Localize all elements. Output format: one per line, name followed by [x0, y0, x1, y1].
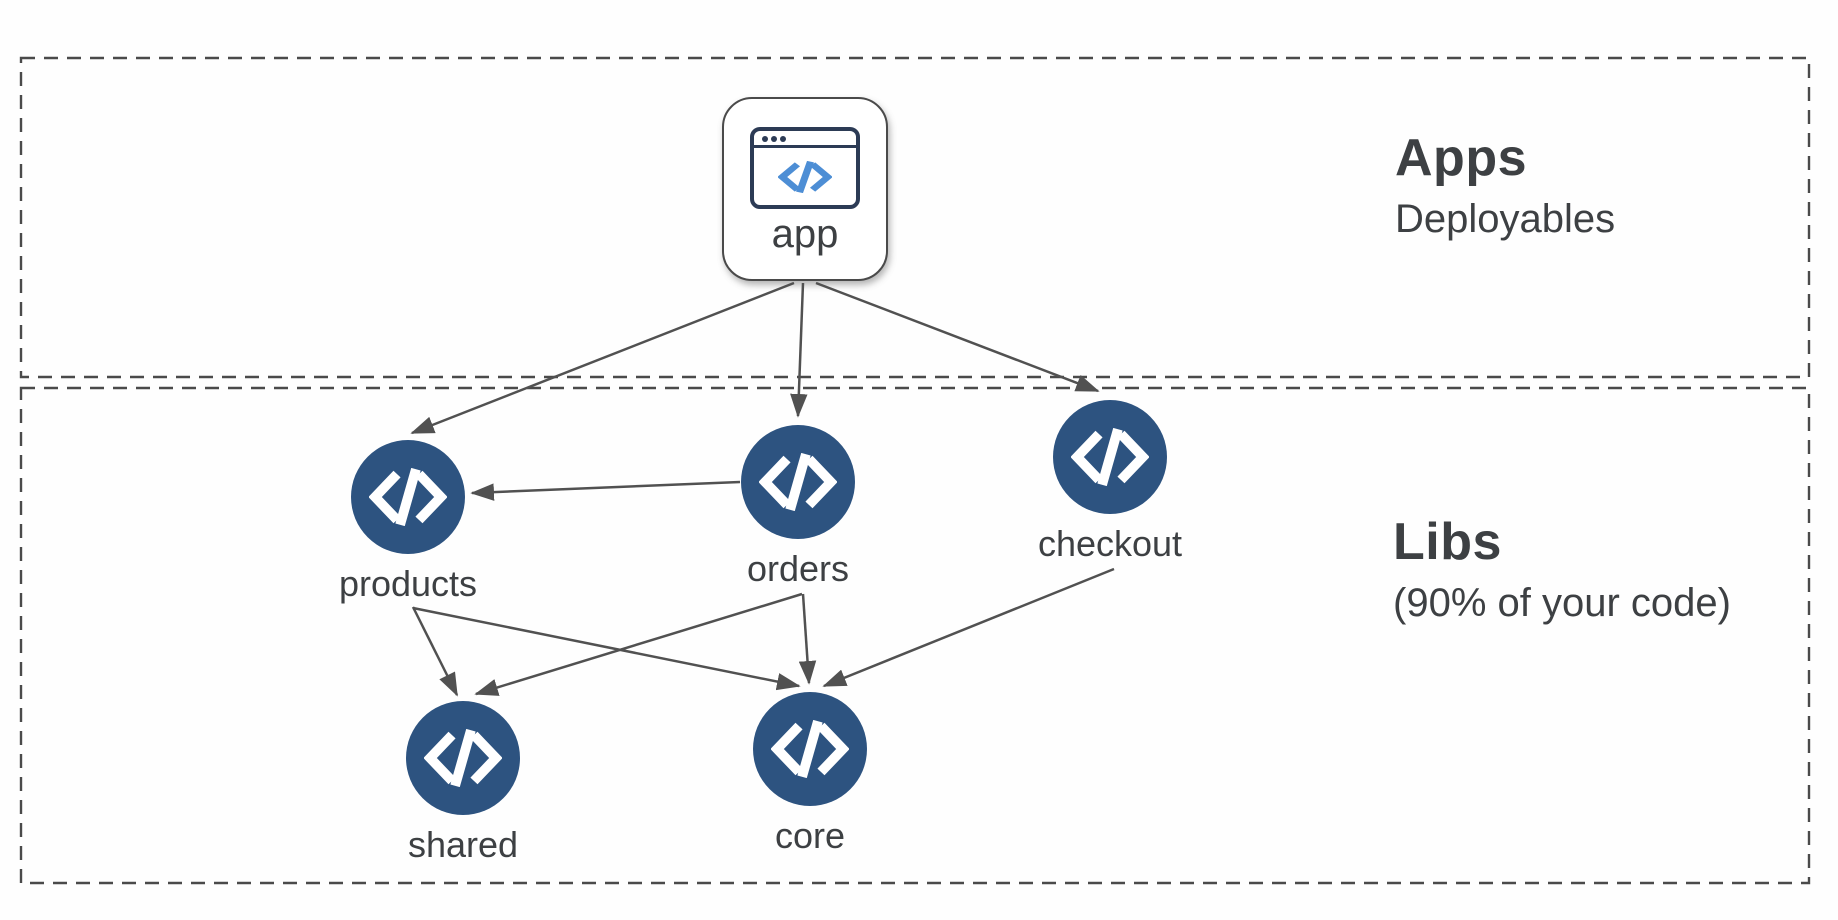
apps-section-title: Apps — [1395, 129, 1527, 187]
code-icon-circle — [406, 701, 520, 815]
browser-dot — [762, 136, 768, 142]
edge-orders-products — [470, 480, 741, 501]
edge-products-shared — [411, 606, 459, 697]
libs-section-subtitle: (90% of your code) — [1393, 581, 1731, 625]
node-core: core — [725, 692, 895, 857]
browser-body — [754, 148, 856, 205]
node-checkout: checkout — [1025, 400, 1195, 565]
code-icon — [778, 160, 832, 193]
node-label: checkout — [1037, 523, 1183, 564]
node-orders: orders — [713, 425, 883, 590]
node-label: core — [774, 815, 846, 856]
code-icon-circle — [1053, 400, 1167, 514]
libs-section-box — [19, 386, 1811, 885]
code-icon-circle — [351, 440, 465, 554]
code-icon-circle — [753, 692, 867, 806]
browser-dot — [771, 136, 777, 142]
code-icon — [369, 468, 447, 526]
code-icon — [771, 720, 849, 778]
apps-section-label: Apps Deployables — [1395, 128, 1615, 242]
node-label: app — [771, 212, 839, 256]
libs-section-title: Libs — [1393, 513, 1502, 571]
node-label: products — [338, 563, 478, 604]
edge-orders-core — [798, 593, 817, 685]
node-label: orders — [746, 548, 850, 589]
apps-section-subtitle: Deployables — [1395, 197, 1616, 241]
edge-products-core — [412, 606, 801, 691]
libs-section-label: Libs (90% of your code) — [1393, 512, 1731, 626]
edge-orders-shared — [474, 592, 803, 696]
browser-window-icon — [750, 127, 860, 209]
browser-dots — [754, 131, 856, 145]
code-icon — [424, 729, 502, 787]
code-icon — [1071, 428, 1149, 486]
edge-app-checkout — [815, 281, 1100, 393]
code-icon — [759, 453, 837, 511]
edge-app-products — [410, 281, 795, 435]
code-icon-circle — [741, 425, 855, 539]
edge-app-orders — [790, 282, 808, 418]
node-label: shared — [407, 824, 519, 865]
browser-dot — [780, 136, 786, 142]
node-shared: shared — [378, 701, 548, 866]
node-products: products — [323, 440, 493, 605]
node-app: app — [722, 97, 888, 281]
